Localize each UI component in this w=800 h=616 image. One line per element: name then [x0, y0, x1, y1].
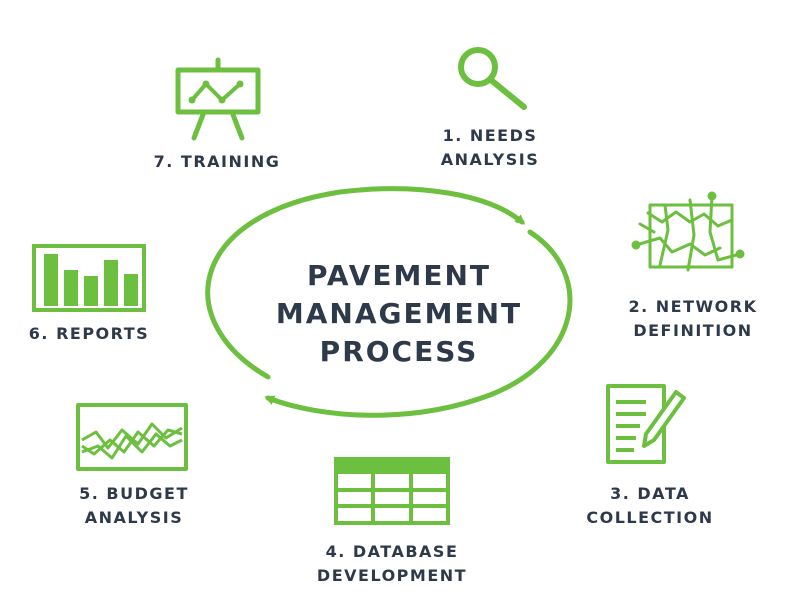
table-grid-icon — [334, 457, 450, 525]
title-line-1: PAVEMENT — [306, 259, 492, 292]
cycle-arrow-bottom — [264, 229, 573, 418]
step-5-line-2: ANALYSIS — [84, 508, 184, 527]
step-1-line-2: ANALYSIS — [440, 150, 540, 169]
bar-chart-icon — [32, 244, 146, 312]
step-4-label: 4. DATABASE DEVELOPMENT — [302, 540, 482, 588]
step-2-line-1: 2. NETWORK — [628, 297, 758, 316]
cycle-ring — [205, 186, 573, 418]
step-3-line-1: 3. DATA — [610, 484, 690, 503]
step-3-line-2: COLLECTION — [586, 508, 714, 527]
step-7-label: 7. TRAINING — [142, 150, 292, 174]
step-5-line-1: 5. BUDGET — [79, 484, 189, 503]
step-6-label: 6. REPORTS — [14, 322, 164, 346]
title-line-2: MANAGEMENT — [275, 297, 523, 330]
magnifier-icon — [458, 47, 527, 110]
step-1-label: 1. NEEDS ANALYSIS — [430, 124, 550, 172]
step-2-line-2: DEFINITION — [633, 321, 753, 340]
road-map-icon — [631, 191, 745, 272]
step-6-line-1: 6. REPORTS — [28, 324, 150, 343]
line-graph-icon — [76, 403, 188, 471]
title-line-3: PROCESS — [319, 335, 479, 368]
step-1-line-1: 1. NEEDS — [442, 126, 538, 145]
step-4-line-1: 4. DATABASE — [325, 542, 459, 561]
clipboard-pencil-icon — [606, 384, 686, 464]
step-5-label: 5. BUDGET ANALYSIS — [64, 482, 204, 530]
cycle-arrow-top — [205, 186, 526, 380]
center-title: PAVEMENT MANAGEMENT PROCESS — [234, 257, 564, 371]
step-4-line-2: DEVELOPMENT — [316, 566, 468, 585]
step-3-label: 3. DATA COLLECTION — [568, 482, 732, 530]
step-2-label: 2. NETWORK DEFINITION — [618, 295, 768, 343]
presentation-board-icon — [175, 57, 261, 141]
step-7-line-1: 7. TRAINING — [153, 152, 281, 171]
